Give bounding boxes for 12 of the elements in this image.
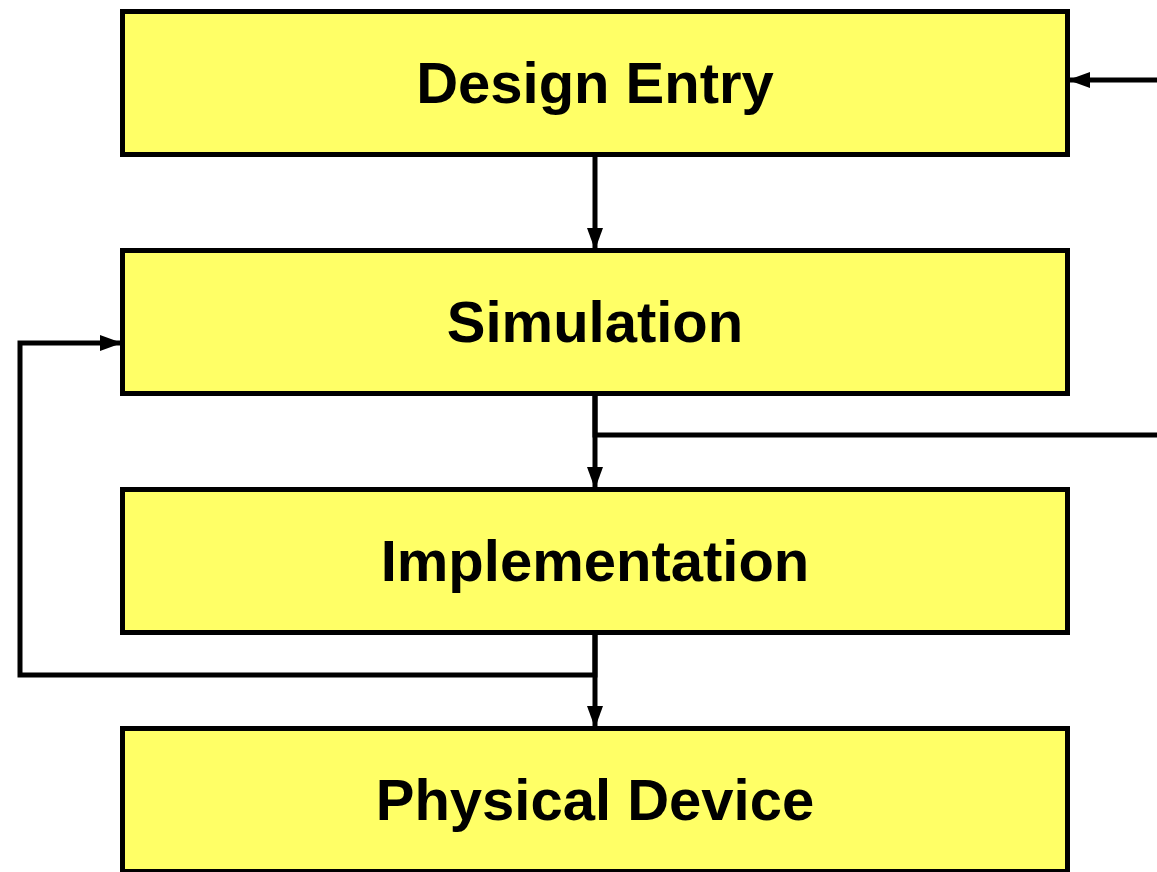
arrow [17,335,598,678]
arrow [1068,72,1157,88]
process-box [120,9,1070,157]
box-label: Simulation [446,287,744,356]
process-box [120,248,1070,396]
arrow [587,157,603,250]
connector-line [592,396,1157,438]
process-box [120,726,1070,872]
box-label: Physical Device [375,765,815,834]
box-label: Implementation [380,526,810,595]
box-label: Design Entry [416,48,774,117]
process-box [120,487,1070,635]
